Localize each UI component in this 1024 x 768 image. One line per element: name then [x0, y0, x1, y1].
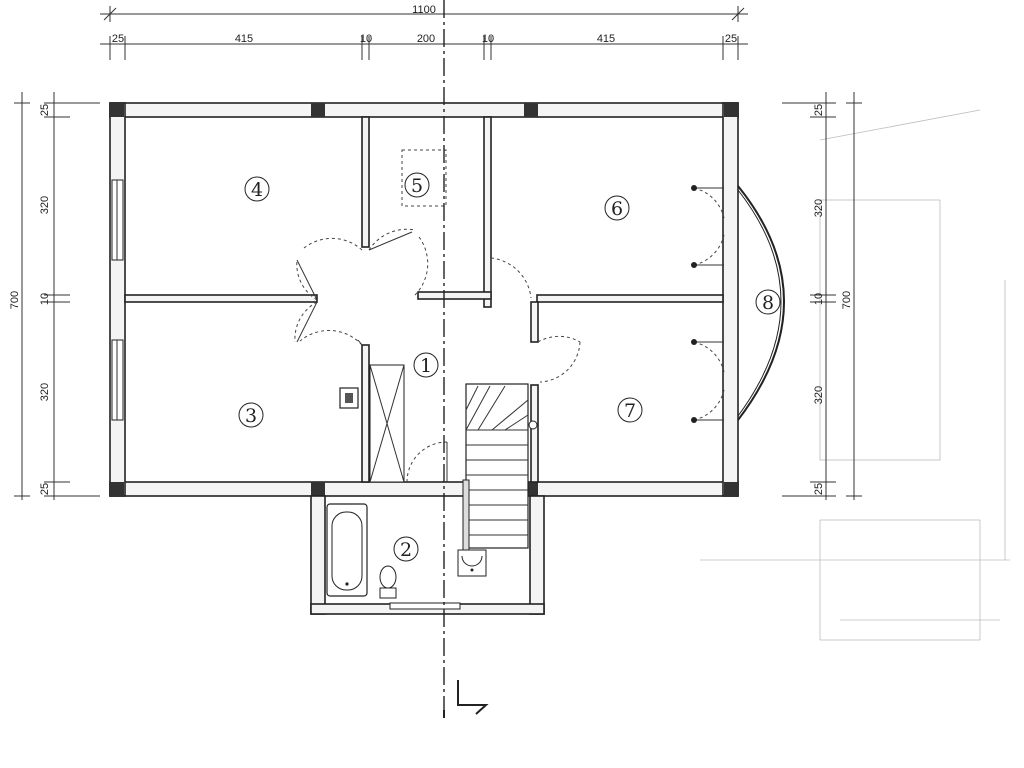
- svg-text:5: 5: [411, 175, 423, 197]
- interior-walls: [124, 116, 724, 483]
- staircase: [462, 383, 538, 551]
- wardrobe: [369, 364, 405, 483]
- dim-top-seg-2: 415: [235, 33, 253, 45]
- dim-top-seg-5: 10: [482, 33, 494, 45]
- room-label-6: 6: [604, 195, 630, 221]
- dim-top-seg-1: 25: [112, 33, 124, 45]
- section-axis: [443, 0, 489, 718]
- dim-left-seg-5: 25: [39, 483, 51, 495]
- top-dimension-chain: 1100 25 415 10 200 10 415 25: [100, 4, 748, 60]
- room-label-2: 2: [393, 536, 419, 562]
- dim-right-seg-4: 320: [813, 386, 825, 404]
- dim-right-total: 700: [841, 291, 853, 309]
- svg-text:2: 2: [400, 539, 412, 561]
- svg-text:1: 1: [420, 355, 432, 377]
- dim-top-total: 1100: [412, 4, 436, 16]
- room-label-7: 7: [617, 397, 643, 423]
- svg-text:6: 6: [611, 198, 623, 220]
- doors: [294, 185, 725, 483]
- right-dimension-chain: 700 25 320 10 320 25: [782, 92, 862, 500]
- room-label-4: 4: [244, 176, 270, 202]
- dim-right-seg-1: 25: [813, 104, 825, 116]
- room-labels: 1 2 3 4 5 6 7 8: [238, 172, 781, 562]
- room-label-5: 5: [404, 172, 430, 198]
- dim-left-total: 700: [9, 291, 21, 309]
- attic-hatch: [401, 149, 447, 207]
- svg-text:4: 4: [251, 179, 263, 201]
- dim-left-seg-1: 25: [39, 104, 51, 116]
- outer-walls: [109, 102, 739, 497]
- balcony: [737, 185, 785, 421]
- dim-right-seg-2: 320: [813, 199, 825, 217]
- dim-top-seg-3: 10: [360, 33, 372, 45]
- top-ticks: [109, 36, 739, 60]
- room-label-8: 8: [755, 289, 781, 315]
- dim-top-seg-6: 415: [597, 33, 615, 45]
- dim-left-seg-3: 10: [39, 293, 51, 305]
- dim-left-seg-4: 320: [39, 383, 51, 401]
- bathroom-extension: [310, 495, 545, 615]
- svg-text:7: 7: [624, 400, 636, 422]
- background-sheet: [700, 109, 1010, 641]
- dim-top-seg-7: 25: [725, 33, 737, 45]
- left-dimension-chain: 700 25 320 10 320 25: [9, 92, 100, 500]
- dim-right-seg-3: 10: [813, 293, 825, 305]
- svg-text:3: 3: [245, 405, 257, 427]
- dim-left-seg-2: 320: [39, 196, 51, 214]
- room-label-3: 3: [238, 402, 264, 428]
- svg-text:8: 8: [762, 292, 774, 314]
- vent-shaft: [339, 387, 359, 409]
- dim-right-seg-5: 25: [813, 483, 825, 495]
- room-label-1: 1: [413, 352, 439, 378]
- dim-top-seg-4: 200: [417, 33, 435, 45]
